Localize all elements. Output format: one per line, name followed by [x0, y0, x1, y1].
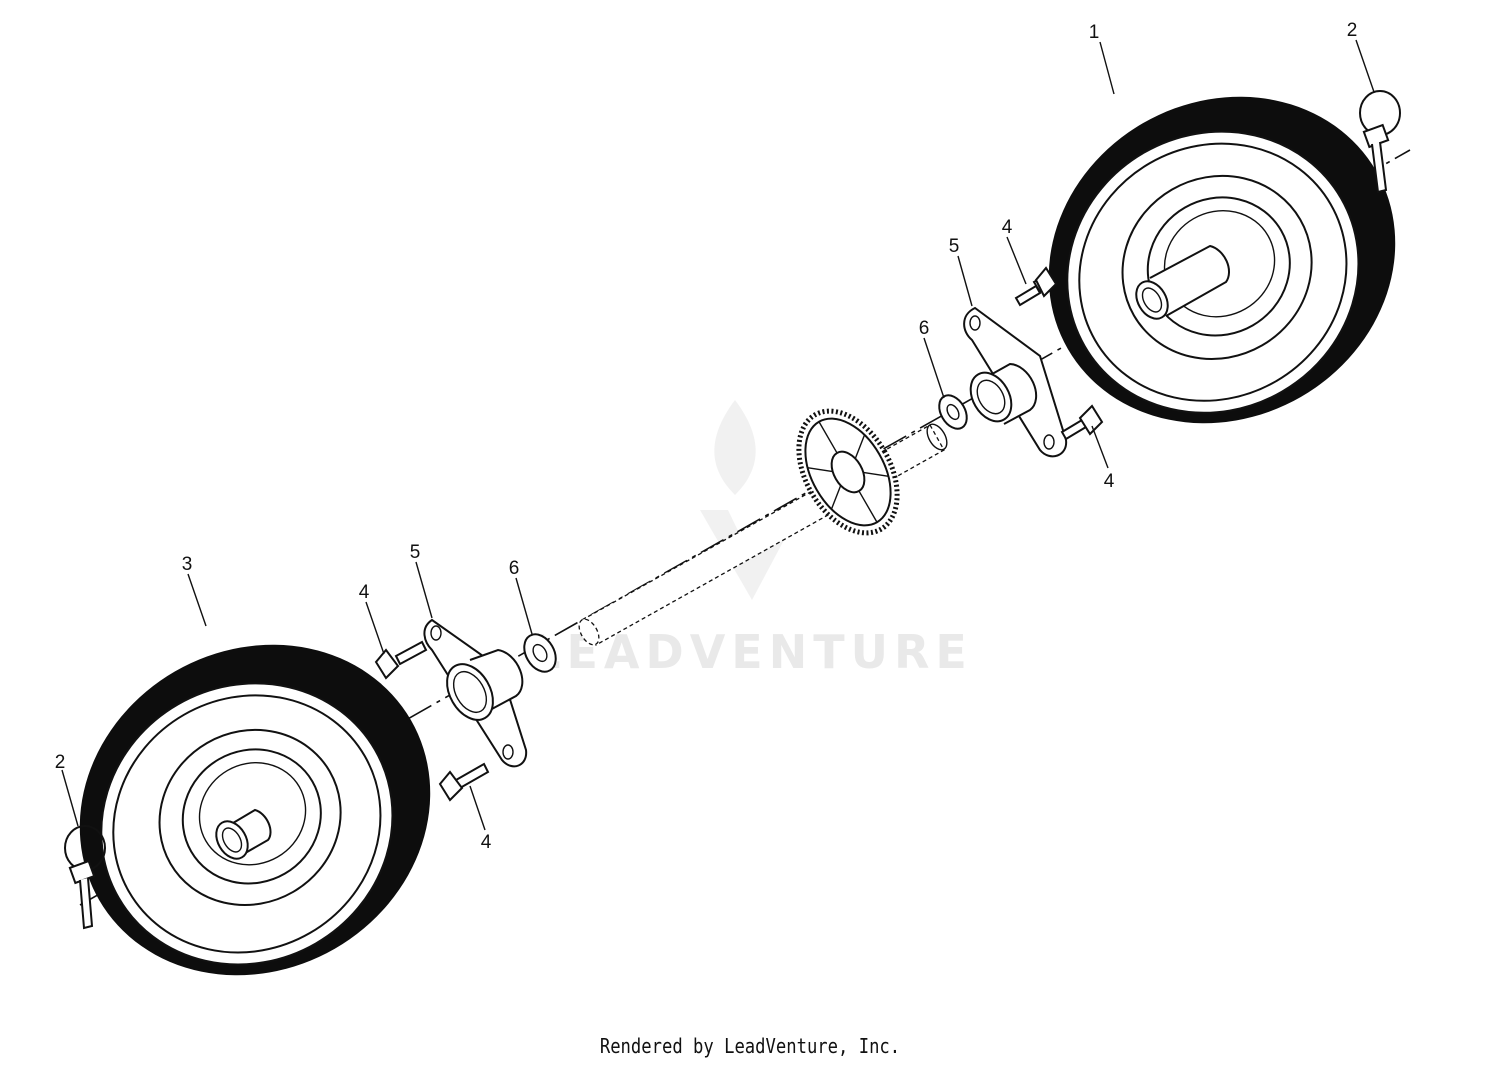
callouts: 1 2 5 4 6 4 3 4 5 6 4 2 [55, 20, 1358, 853]
callout-bearing-flange-left: 5 [410, 542, 421, 563]
lynch-pin-left [64, 825, 106, 930]
rendered-by-footer: Rendered by LeadVenture, Inc. [599, 1034, 901, 1058]
axle-gear [796, 408, 900, 536]
leader-lines [61, 39, 1375, 831]
bolt-lower-left [438, 762, 490, 802]
callout-bolt-lower-right: 4 [1104, 471, 1115, 492]
callout-bolt-lower-left: 4 [481, 832, 492, 853]
callout-washer-left: 6 [509, 558, 520, 579]
washer-left [523, 633, 557, 673]
bolt-upper-right [1014, 266, 1058, 307]
axle-shaft [578, 423, 948, 646]
callout-bolt-upper-left: 4 [359, 582, 370, 603]
bolt-lower-right [1060, 404, 1104, 441]
callout-washer-right: 6 [919, 318, 930, 339]
bolt-upper-left [374, 640, 428, 680]
bearing-flange-right [963, 306, 1068, 458]
wheel-right-hub [1135, 244, 1230, 320]
callout-wheel-left: 3 [182, 554, 193, 575]
callout-wheel-right: 1 [1089, 22, 1100, 43]
washer-right [938, 394, 968, 430]
callout-lynch-pin-right: 2 [1347, 20, 1358, 41]
callout-bolt-upper-right: 4 [1002, 217, 1013, 238]
bearing-flange-left [423, 618, 528, 768]
lynch-pin-right [1359, 90, 1401, 194]
callout-bearing-flange-right: 5 [949, 236, 960, 257]
wheel-left-hub [215, 808, 272, 860]
callout-lynch-pin-left: 2 [55, 752, 66, 773]
